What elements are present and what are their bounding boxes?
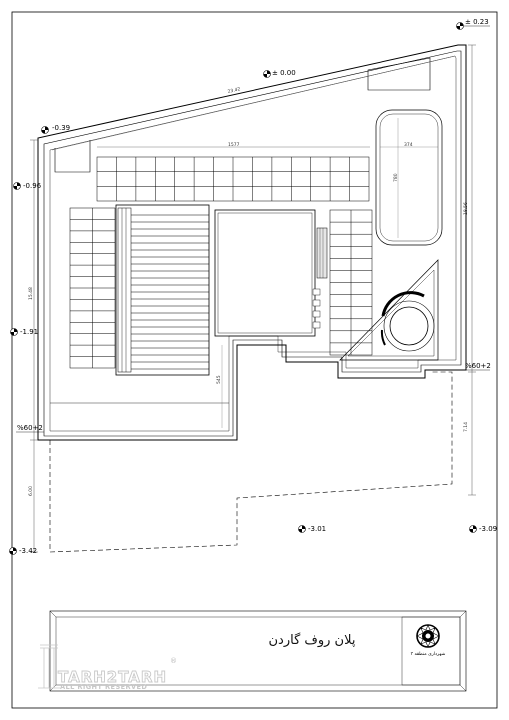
level-label: -3.01 <box>308 525 326 533</box>
central-core-inner <box>217 212 313 334</box>
round-table <box>389 306 429 346</box>
slope-marker-right: %60+2 <box>462 362 491 371</box>
level-marker-upper-left: -0.39 <box>41 124 70 134</box>
central-core <box>214 209 316 337</box>
top-edge-dim: 23.42 <box>227 86 241 95</box>
slope-label: %60+2 <box>465 362 491 370</box>
parapet-corners <box>54 57 431 173</box>
slope-label: %60+2 <box>17 424 43 432</box>
logo-caption: شهرداری منطقه ۳ <box>411 651 446 657</box>
railing <box>316 227 328 279</box>
level-label: ± 0.23 <box>465 18 489 26</box>
left-bench-grid <box>69 207 116 369</box>
pergola <box>115 204 210 376</box>
level-marker-bottom-center: -3.01 <box>298 525 326 533</box>
level-marker-left-upper: -0.96 <box>13 182 42 190</box>
right-lower-dim: 7.14 <box>463 422 469 432</box>
step-dim: 545 <box>216 375 222 384</box>
top-bench-grid <box>96 156 370 202</box>
curved-bench <box>381 291 425 317</box>
watermark-rights: ALL RIGHT RESERVED <box>60 683 147 691</box>
round-seat-outer <box>383 300 435 352</box>
right-upper-dim: 18.56 <box>463 202 469 215</box>
level-marker-left-mid: -1.91 <box>10 328 38 336</box>
left-lower-dim: 6.00 <box>28 486 34 496</box>
level-marker-bottom-left: -3.42 <box>9 547 37 555</box>
side-dim-lines <box>30 44 476 553</box>
level-label: -1.91 <box>20 328 38 336</box>
watermark-columns-icon <box>38 644 60 689</box>
pool-inner <box>379 113 439 242</box>
pool-width-dim: 374 <box>404 142 413 148</box>
level-label: -0.39 <box>52 124 70 132</box>
right-bench-grid <box>329 209 373 356</box>
title-block <box>49 610 467 692</box>
bench-dim: 1577 <box>228 142 240 148</box>
level-label: -3.42 <box>19 547 37 555</box>
triangle-seating <box>339 259 439 361</box>
triangle-seating-inner <box>347 269 435 357</box>
slope-marker-left: %60+2 <box>16 424 44 433</box>
level-marker-top-center: ± 0.00 <box>263 69 296 78</box>
core-steps <box>312 288 321 329</box>
top-edge-dim-line <box>51 55 456 151</box>
sheet-border <box>11 11 498 709</box>
pool-height-dim: 780 <box>393 173 399 182</box>
level-label: ± 0.00 <box>272 69 296 77</box>
watermark-brand: TARH2TARH <box>58 668 167 686</box>
level-marker-bottom-right: -3.09 <box>469 525 497 533</box>
curved-bench-2 <box>380 329 386 346</box>
railing-bars <box>319 228 324 278</box>
level-label: -3.09 <box>479 525 497 533</box>
left-upper-dim: 15.48 <box>28 287 34 300</box>
plan-title: پلان روف گاردن <box>269 632 356 648</box>
lower-floor-outline <box>49 371 453 553</box>
watermark-registered: ® <box>170 657 177 665</box>
level-label: -0.96 <box>23 182 42 190</box>
level-marker-top-right: ± 0.23 <box>456 18 490 30</box>
pool <box>375 109 443 246</box>
municipality-logo <box>416 624 440 648</box>
